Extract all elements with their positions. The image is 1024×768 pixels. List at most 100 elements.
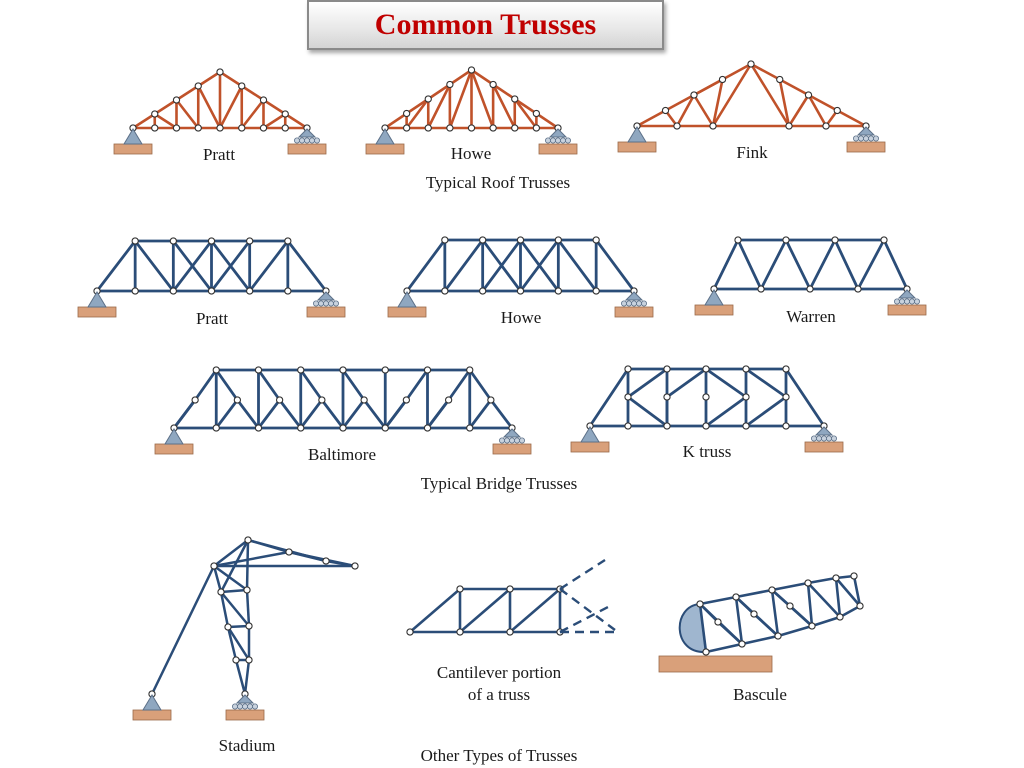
truss-joint [254,366,263,374]
roller-wheel [327,300,334,307]
roller-triangle [297,128,317,138]
roller-wheel [641,300,648,307]
truss-member [133,239,175,293]
roller-wheel [621,300,628,307]
roller-wheel [508,437,515,444]
truss-joint [466,366,474,374]
cantilever-truss [406,558,618,636]
roller-wheel [821,435,828,442]
truss-member [212,564,249,592]
roller-wheel [519,437,526,444]
truss-member [426,83,452,130]
roller-wheel [560,137,567,144]
roller-triangle [316,291,336,301]
roller-wheel [811,435,818,442]
truss-joint [836,613,844,621]
truss-joint [479,236,487,244]
baltimore-roller [492,428,532,455]
truss-joint [467,124,476,132]
roller-wheel [894,298,901,305]
truss-joint [850,572,858,580]
truss-member [704,395,748,428]
truss-joint [402,109,411,118]
ground-block [132,709,172,721]
label-bridge-warren: Warren [786,307,836,326]
truss-joint [516,236,525,244]
truss-joint [747,60,755,68]
truss-member [778,78,791,128]
truss-member [245,538,250,592]
truss-joint [424,95,432,103]
truss-member [257,398,282,430]
ground-block [538,143,578,155]
truss-member [235,398,260,430]
roller-wheel [293,137,300,144]
truss-member [153,112,178,130]
roller-wheel [317,300,324,307]
truss-joint [216,68,224,76]
roller-wheel [555,137,562,144]
truss-member [834,576,842,619]
truss-member [153,98,178,116]
truss-member [447,368,472,402]
truss-member [245,588,251,628]
pin-triangle [627,126,647,143]
truss-member [212,550,291,568]
truss-member [240,84,265,102]
truss-joint [742,393,750,401]
stadium-roller [225,694,265,721]
truss-joint [776,75,784,84]
truss-joint [732,593,740,601]
roller-wheel [231,703,238,710]
truss-member [698,602,720,624]
truss-joint [768,586,776,594]
truss-joint [511,95,519,103]
truss-member [218,70,244,88]
ground-block [570,441,610,453]
truss-member [286,239,328,293]
truss-joint [423,424,432,432]
truss-joint [207,237,216,245]
truss-joint [441,287,449,295]
truss-joint [516,287,525,295]
bridge-howe-truss-roller [614,291,654,318]
roller-wheel [914,298,921,305]
bridge-pratt-truss [93,237,330,295]
truss-member [219,538,250,594]
truss-joint [217,588,225,596]
truss-joint [381,366,389,374]
ground-block [154,443,194,455]
ground-block [887,304,927,316]
truss-member [704,367,748,399]
truss-joint [212,424,220,432]
ground-block [492,443,532,455]
roller-wheel [826,435,833,442]
truss-joint [804,579,812,587]
caption-roof-trusses: Typical Roof Trusses [426,173,570,192]
truss-member [362,398,387,430]
truss-member [262,112,287,130]
truss-joint [506,585,514,593]
truss-member [808,238,837,291]
title-box: Common Trusses [307,0,664,50]
truss-member [470,68,495,86]
truss-joint [734,236,742,244]
truss-joint [284,237,292,245]
truss-joint [232,656,240,664]
truss-joint [259,96,268,104]
truss-member [448,68,473,130]
truss-joint [592,287,600,295]
roller-wheel [909,298,916,305]
truss-joint [782,365,790,373]
fink-roller [846,126,886,153]
bridge-howe-truss-pin [387,291,427,318]
truss-joint [243,586,251,594]
truss-member [806,576,838,585]
roller-wheel [853,135,860,142]
truss-member [784,238,812,291]
roller-wheel [899,298,906,305]
truss-member [219,590,230,629]
truss-member [664,93,696,112]
label-baltimore: Baltimore [308,445,376,464]
ground-block [113,143,153,155]
